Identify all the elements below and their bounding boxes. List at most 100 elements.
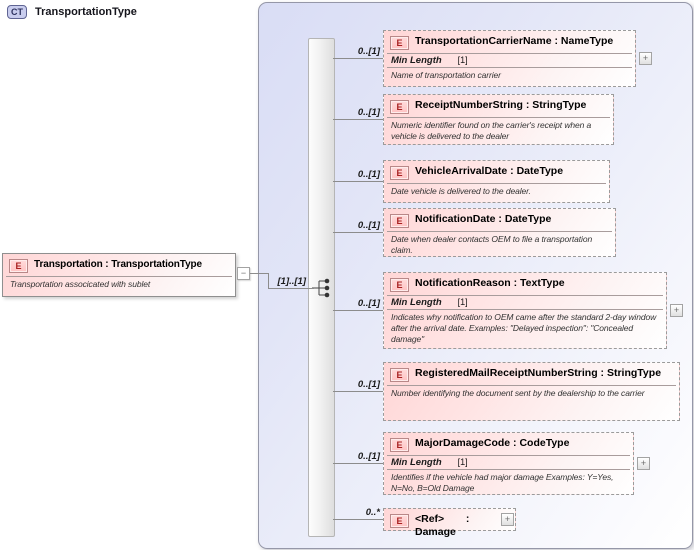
cardinality-label: 0..[1] (357, 169, 380, 180)
cardinality-label: 0..[1] (357, 46, 380, 57)
element-badge-icon: E (390, 438, 409, 452)
cardinality-label: 0..[1] (357, 298, 380, 309)
connector-line (333, 58, 383, 59)
cardinality-label: 0..[1] (357, 451, 380, 462)
facet-value: [1] (457, 297, 468, 307)
element-title: VehicleArrivalDate : DateType (415, 165, 563, 178)
element-box-notificationreason[interactable]: E NotificationReason : TextType Min Leng… (383, 272, 667, 349)
element-name: RegisteredMailReceiptNumberString (415, 367, 598, 379)
complex-type-badge-icon: CT (7, 5, 27, 19)
expand-button[interactable]: + (670, 304, 683, 317)
expand-button[interactable]: + (639, 52, 652, 65)
element-type: CodeType (519, 437, 570, 449)
element-type: TextType (520, 277, 565, 289)
element-name: ReceiptNumberString (415, 99, 523, 111)
element-badge-icon: E (390, 166, 409, 180)
type-separator: : (463, 513, 470, 525)
element-name: TransportationCarrierName (415, 35, 552, 47)
cardinality-label: [1]..[1] (277, 276, 307, 287)
complex-type-title: TransportationType (35, 6, 137, 18)
connector-line (333, 119, 383, 120)
element-header: E ReceiptNumberString : StringType (384, 95, 613, 116)
element-reference-name: <Ref> (415, 513, 445, 525)
type-separator: : (522, 99, 533, 111)
divider (387, 231, 612, 232)
element-header: E NotificationDate : DateType (384, 209, 615, 230)
connector-line (333, 391, 383, 392)
element-type: Damage (415, 526, 456, 538)
sequence-icon (312, 278, 330, 298)
expand-button[interactable]: + (501, 513, 514, 526)
annotation-text: Identifies if the vehicle had major dama… (391, 472, 614, 493)
divider (387, 295, 663, 296)
facet-name: Min Length (391, 297, 442, 308)
element-box-receiptnumberstring[interactable]: E ReceiptNumberString : StringType Numer… (383, 94, 614, 145)
collapse-button[interactable]: − (237, 267, 250, 280)
type-separator: : (510, 277, 521, 289)
divider (387, 385, 676, 386)
element-header: E RegisteredMailReceiptNumberString : St… (384, 363, 679, 384)
annotation-text: Name of transportation carrier (391, 70, 501, 80)
divider (387, 309, 663, 310)
divider (387, 117, 610, 118)
type-separator: : (507, 165, 517, 177)
element-header: E NotificationReason : TextType (384, 273, 666, 294)
element-title: NotificationDate : DateType (415, 213, 551, 226)
divider (387, 469, 630, 470)
element-box-notificationdate[interactable]: E NotificationDate : DateType Date when … (383, 208, 616, 257)
divider (387, 53, 632, 54)
facet-row: Min Length [1] (384, 54, 635, 66)
element-title: TransportationCarrierName : NameType (415, 35, 613, 48)
element-name: NotificationReason (415, 277, 511, 289)
element-header: E VehicleArrivalDate : DateType (384, 161, 609, 182)
element-type: NameType (560, 35, 614, 47)
type-separator: : (510, 437, 520, 449)
element-badge-icon: E (390, 368, 409, 382)
facet-row: Min Length [1] (384, 456, 633, 468)
divider (387, 455, 630, 456)
element-box-transportation[interactable]: E Transportation : TransportationType Tr… (2, 253, 236, 297)
element-badge-icon: E (390, 514, 409, 528)
element-title: RegisteredMailReceiptNumberString : Stri… (415, 367, 661, 380)
expand-button[interactable]: + (637, 457, 650, 470)
cardinality-label: 0..[1] (357, 107, 380, 118)
element-box-vehiclearrivaldate[interactable]: E VehicleArrivalDate : DateType Date veh… (383, 160, 610, 203)
divider (387, 183, 606, 184)
element-box-registeredmailreceiptnumberstring[interactable]: E RegisteredMailReceiptNumberString : St… (383, 362, 680, 421)
connector-line (268, 288, 314, 289)
facet-name: Min Length (391, 55, 442, 66)
cardinality-label: 0..* (365, 507, 380, 518)
element-badge-icon: E (390, 214, 409, 228)
annotation-text: Date vehicle is delivered to the dealer. (391, 186, 531, 196)
connector-line (333, 310, 383, 311)
divider (6, 276, 232, 277)
facet-row: Min Length [1] (384, 296, 666, 308)
element-name: MajorDamageCode (415, 437, 511, 449)
connector-line (333, 463, 383, 464)
annotation-text: Indicates why notification to OEM came a… (391, 312, 657, 344)
divider (387, 67, 632, 68)
complex-type-header: CT TransportationType (7, 5, 137, 19)
type-separator: : (495, 213, 505, 225)
element-name: VehicleArrivalDate (415, 165, 508, 177)
annotation-text: Transportation associcated with sublet (10, 279, 151, 289)
element-title: Transportation : TransportationType (34, 258, 202, 271)
element-header: E TransportationCarrierName : NameType (384, 31, 635, 52)
element-title: MajorDamageCode : CodeType (415, 437, 569, 450)
element-header: E MajorDamageCode : CodeType (384, 433, 633, 454)
annotation-text: Date when dealer contacts OEM to file a … (391, 234, 593, 255)
type-separator: : (597, 367, 607, 379)
cardinality-label: 0..[1] (357, 220, 380, 231)
element-title: <Ref> : Damage (415, 513, 509, 539)
element-name: NotificationDate (415, 213, 496, 225)
element-box-transportationcarriername[interactable]: E TransportationCarrierName : NameType M… (383, 30, 636, 87)
element-header: E Transportation : TransportationType (3, 254, 235, 275)
element-type: StringType (532, 99, 587, 111)
cardinality-label: 0..[1] (357, 379, 380, 390)
element-badge-icon: E (390, 36, 409, 50)
element-box-ref-damage[interactable]: E <Ref> : Damage (383, 508, 516, 538)
element-type: TransportationType (111, 259, 203, 270)
element-box-majordamagecode[interactable]: E MajorDamageCode : CodeType Min Length … (383, 432, 634, 495)
facet-value: [1] (457, 457, 468, 467)
